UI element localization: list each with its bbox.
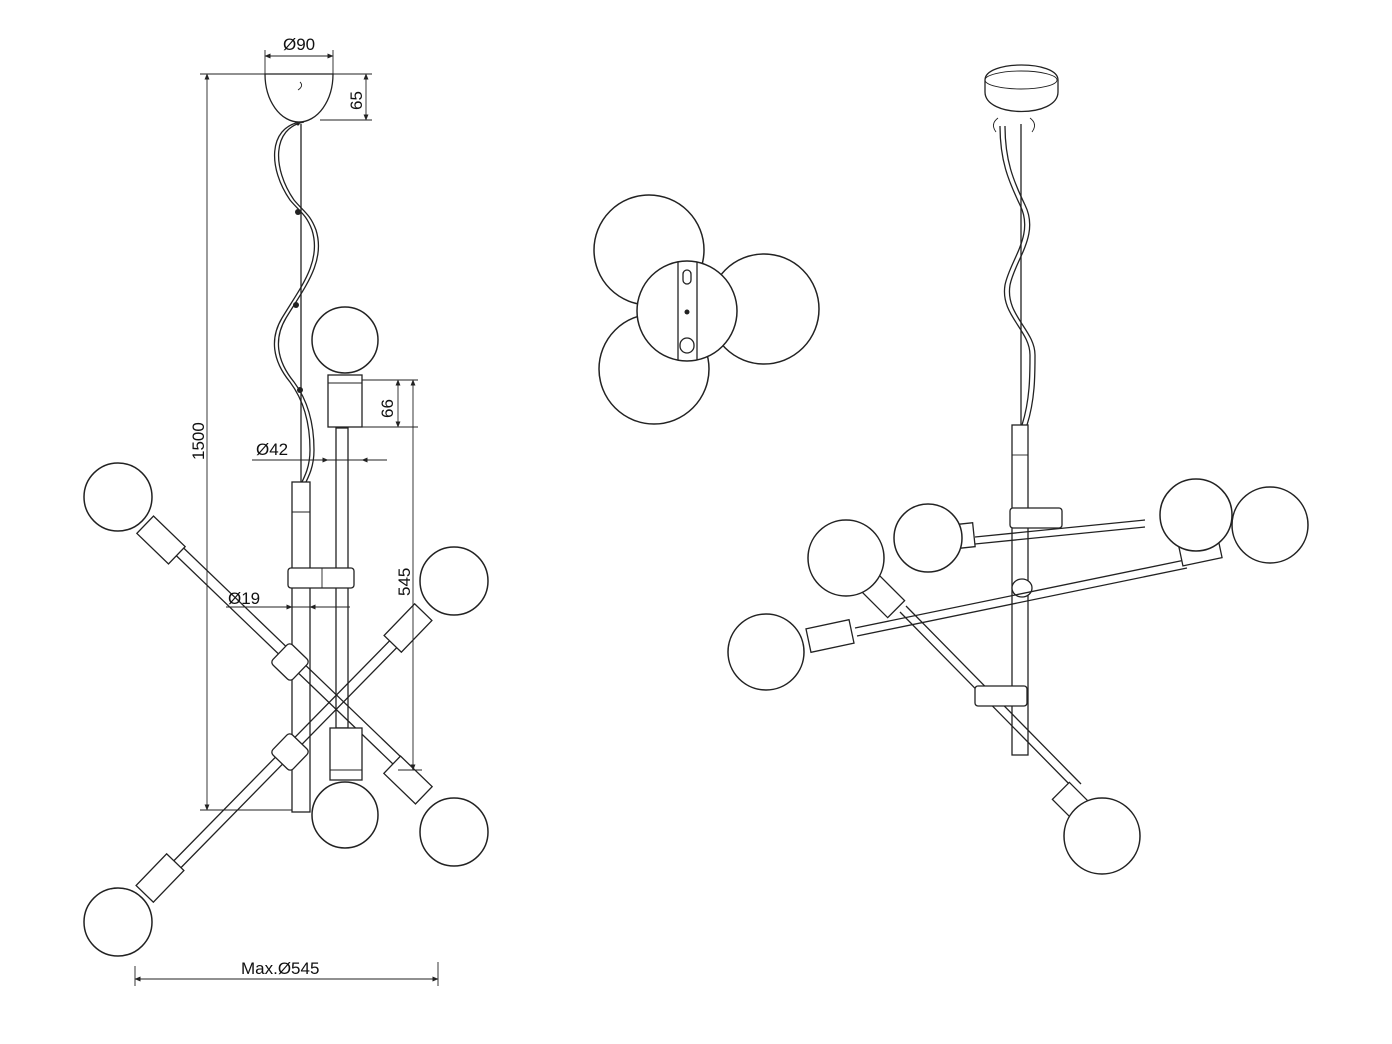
arm-left-upper: [135, 515, 434, 805]
dim-rod-diameter-label: Ø19: [228, 589, 260, 608]
bulb-top: [311, 306, 379, 428]
perspective-view: [727, 64, 1309, 875]
dim-total-height-label: 1500: [189, 422, 208, 460]
dim-socket-height-label: 66: [378, 399, 397, 418]
dim-arm-spread-height-label: 545: [395, 568, 414, 596]
bulb-lower-left: [83, 887, 153, 957]
front-view: Ø90 65 1500 66 Ø42: [83, 35, 489, 986]
perspective-bulb-bottom: [1063, 797, 1141, 875]
dim-socket-diameter: Ø42: [252, 440, 387, 463]
perspective-bulb-left: [727, 613, 805, 691]
perspective-bulb-far-right: [1231, 486, 1309, 564]
dim-rod-diameter: Ø19: [226, 589, 350, 610]
dim-total-height: 1500: [189, 73, 292, 811]
bulb-upper-left: [83, 462, 153, 532]
bulb-upper-right: [419, 546, 489, 616]
dim-max-width: Max.Ø545: [134, 959, 439, 986]
dim-socket-height: 66: [348, 379, 418, 428]
perspective-bulb-back-left: [893, 503, 963, 573]
perspective-bulb-right: [1159, 478, 1233, 552]
bulb-bottom-center: [311, 727, 379, 849]
dim-canopy-height: 65: [320, 73, 372, 121]
coupling-collar: [287, 567, 355, 589]
bulb-lower-right: [419, 797, 489, 867]
dim-socket-diameter-label: Ø42: [256, 440, 288, 459]
power-cord: [273, 121, 316, 491]
arm-right-upper: [135, 602, 433, 904]
dim-max-width-label: Max.Ø545: [241, 959, 319, 978]
dim-canopy-diameter-label: Ø90: [283, 35, 315, 54]
dim-arm-spread-height: 545: [395, 379, 422, 771]
perspective-bulb-upper-left: [807, 519, 885, 597]
canopy: [264, 73, 334, 126]
top-view: [593, 194, 820, 425]
dim-canopy-height-label: 65: [347, 91, 366, 110]
dim-canopy-diameter: Ø90: [264, 35, 334, 74]
